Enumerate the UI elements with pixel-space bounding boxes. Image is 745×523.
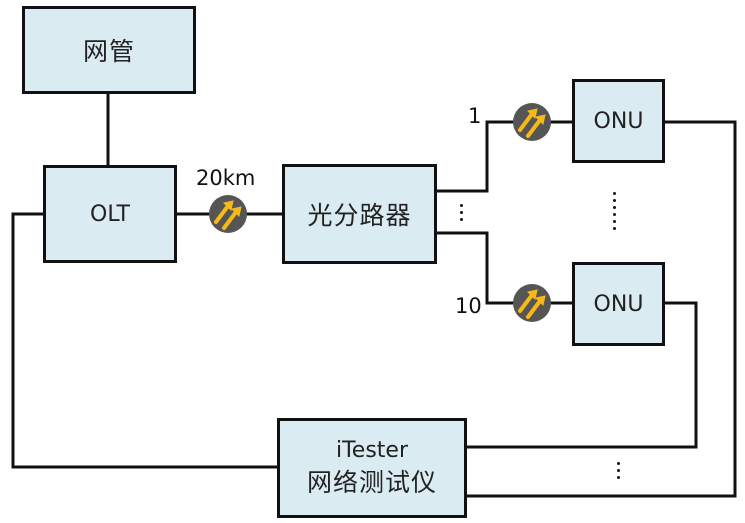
olt-box[interactable]: OLT: [43, 165, 177, 263]
nms-box[interactable]: 网管: [22, 6, 196, 94]
line-onu-first-tester: [466, 120, 737, 498]
splitter-box[interactable]: 光分路器: [282, 164, 437, 264]
line-onu-last-tester: [466, 301, 698, 449]
line-olt-tester: [11, 212, 278, 469]
olt-label: OLT: [90, 201, 130, 227]
port-first-label: 1: [468, 104, 482, 128]
line-splitter-onu-last: [436, 231, 573, 305]
splitter-ellipsis: [460, 202, 463, 223]
fiber-icon-onu-first: [513, 103, 551, 141]
fiber-distance-label: 20km: [196, 166, 256, 190]
tester-ellipsis: [617, 460, 620, 481]
nms-label: 网管: [82, 37, 135, 66]
onu-last-label: ONU: [593, 291, 644, 317]
onu-last-box[interactable]: ONU: [572, 262, 665, 346]
onu-ellipsis: [613, 190, 616, 232]
tester-label-cn: 网络测试仪: [306, 468, 437, 497]
port-last-label: 10: [455, 294, 482, 318]
fiber-icon-onu-last: [513, 284, 551, 322]
tester-label-en: iTester: [335, 438, 408, 463]
onu-first-box[interactable]: ONU: [572, 79, 665, 163]
onu-first-label: ONU: [593, 108, 644, 134]
splitter-label: 光分路器: [307, 201, 412, 230]
tester-box[interactable]: iTester 网络测试仪: [277, 418, 467, 518]
line-splitter-onu-first: [436, 120, 573, 193]
fiber-icon-olt: [209, 195, 247, 233]
